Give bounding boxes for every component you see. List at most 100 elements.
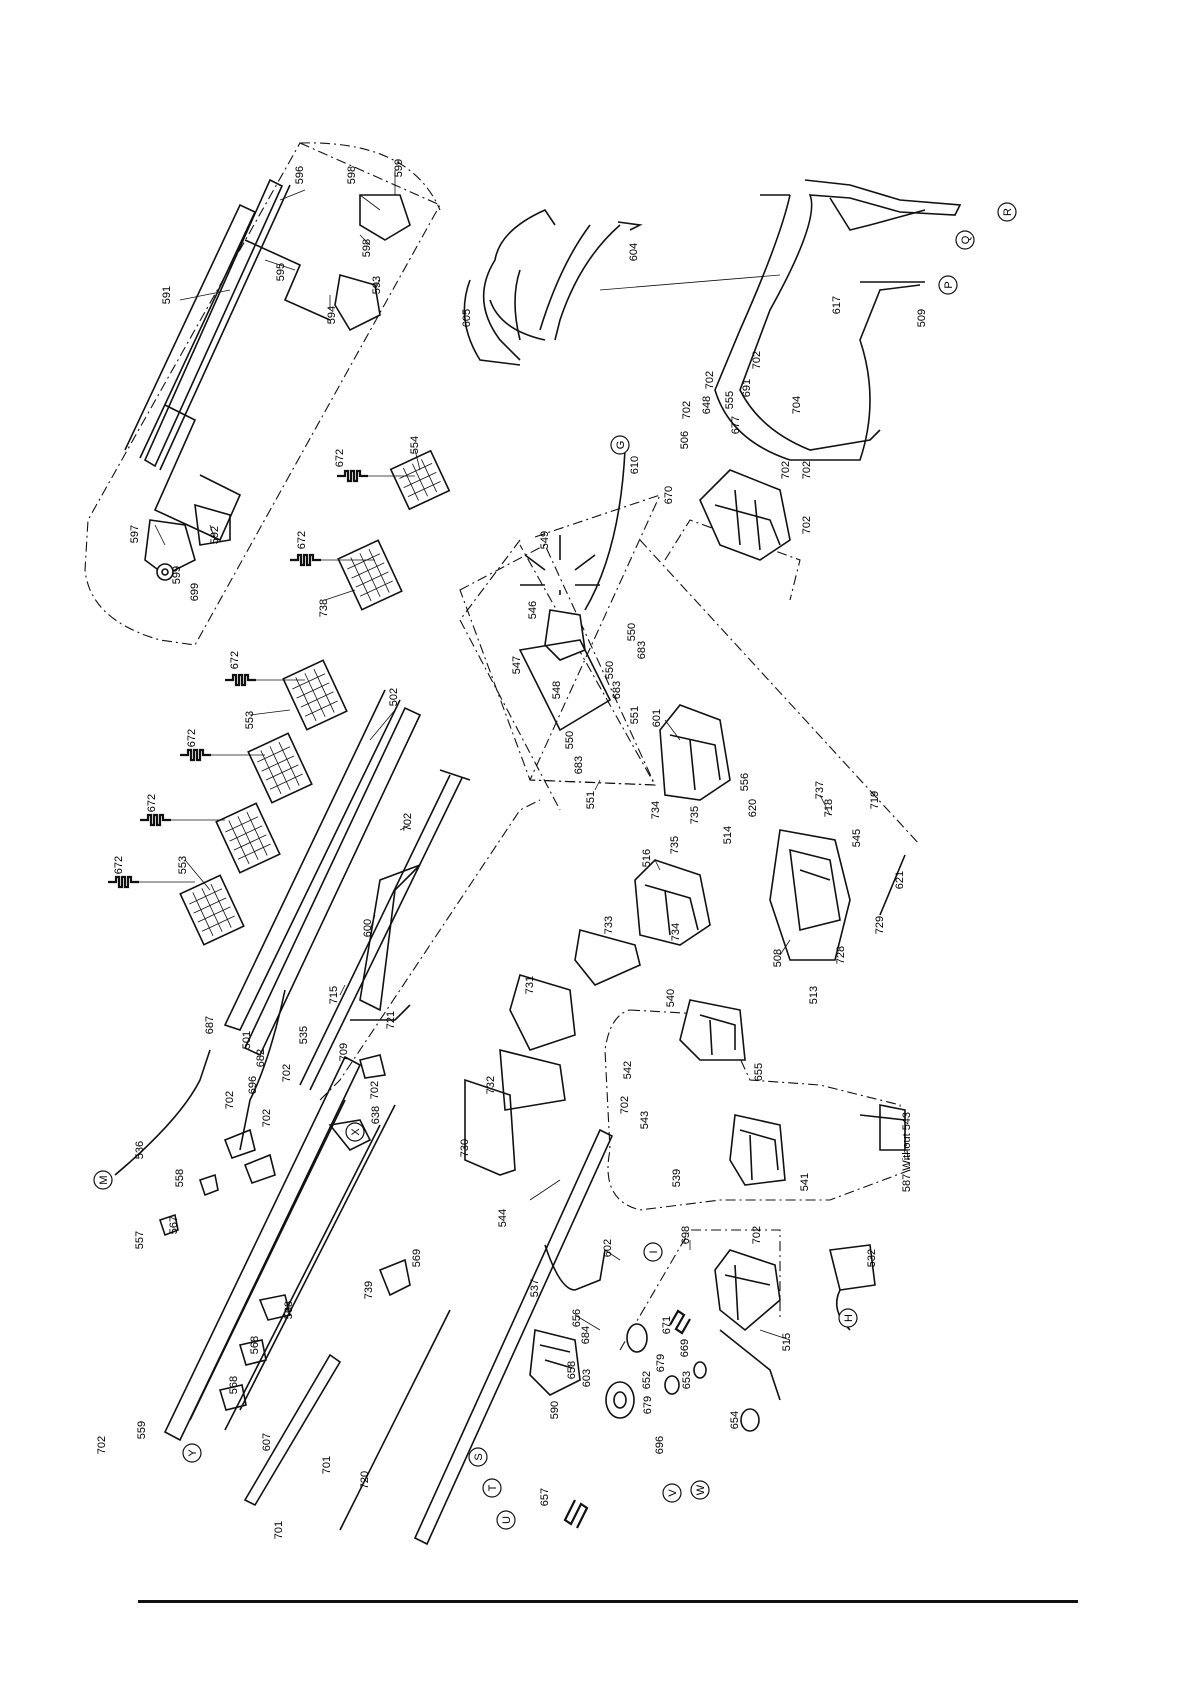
part-label: 702 [801,461,813,479]
part-label: 596 [294,166,306,184]
part-label: 590 [549,1401,561,1419]
part-label: 600 [362,919,374,937]
part-label: 553 [177,856,189,874]
reference-marker: P [938,275,958,295]
part-label: 554 [409,436,421,454]
part-label: 702 [224,1091,236,1109]
marker-letter: G [615,441,627,450]
mechanism-blocks [114,194,906,1432]
part-label: 702 [281,1064,293,1082]
part-label: 701 [273,1521,285,1539]
reference-marker: T [482,1478,502,1498]
part-label: 702 [780,461,792,479]
springs [108,469,691,1529]
part-label: 729 [874,916,886,934]
part-label: 683 [573,756,585,774]
part-label: 599 [393,159,405,177]
reference-marker: I [643,1242,663,1262]
part-label: 567 [168,1216,180,1234]
part-label: 687 [204,1016,216,1034]
marker-circle [643,1242,663,1262]
part-label: 555 [724,391,736,409]
part-label: 536 [134,1141,146,1159]
group-outlines [84,142,921,1351]
marker-circle [345,1122,365,1142]
part-label: 679 [655,1354,667,1372]
part-label: 597 [129,525,141,543]
part-label: 738 [318,599,330,617]
part-label: 508 [772,949,784,967]
marker-circle [938,275,958,295]
part-label: 684 [580,1326,592,1344]
reference-marker: S [468,1447,488,1467]
part-label: 502 [388,688,400,706]
part-label: 728 [835,946,847,964]
part-label: 557 [134,1231,146,1249]
leader-lines [154,170,831,1341]
part-label: 735 [669,836,681,854]
marker-letter: Q [960,235,972,244]
part-label: 734 [650,801,662,819]
ribbon-cables [463,179,962,461]
footer-rule [138,1600,1078,1603]
part-label: 539 [671,1169,683,1187]
marker-circle [662,1483,682,1503]
part-label: 602 [602,1239,614,1257]
part-label: 568 [249,1336,261,1354]
marker-letter: U [501,1516,513,1524]
part-label: 548 [551,681,563,699]
part-label: 556 [739,773,751,791]
part-label: 672 [229,651,241,669]
part-label: 598 [346,166,358,184]
part-label: 734 [670,923,682,941]
part-label: 587 Without 543 [901,1112,913,1192]
reference-marker: X [345,1122,365,1142]
part-label: 501 [241,1031,253,1049]
marker-circle [468,1447,488,1467]
part-label: 718 [823,799,835,817]
part-label: 735 [689,806,701,824]
part-label: 558 [174,1169,186,1187]
reference-marker: H [838,1308,858,1328]
part-label: 515 [781,1333,793,1351]
part-label: 610 [629,456,641,474]
marker-letter: I [648,1250,660,1253]
part-label: 739 [363,1281,375,1299]
part-label: 696 [654,1436,666,1454]
part-label: 638 [370,1106,382,1124]
part-label: 702 [681,401,693,419]
marker-letter: T [487,1484,499,1491]
part-label: 731 [524,976,536,994]
part-label: 702 [704,371,716,389]
part-label: 540 [665,989,677,1007]
marker-circle [93,1170,113,1190]
marker-circle [496,1510,516,1530]
part-label: 535 [298,1026,310,1044]
hatched-plates [179,449,451,946]
part-label: 677 [730,416,742,434]
part-label: 696 [247,1076,259,1094]
part-label: 543 [639,1111,651,1129]
part-label: 553 [244,711,256,729]
marker-letter: S [473,1453,485,1460]
marker-letter: X [350,1128,362,1136]
part-label: 702 [261,1109,273,1127]
part-label: 537 [529,1279,541,1297]
reference-marker: U [496,1510,516,1530]
part-label: 648 [701,396,713,414]
part-label: 683 [636,641,648,659]
part-label: 656 [571,1309,583,1327]
rails [124,178,614,1546]
part-label: 547 [511,656,523,674]
part-label: 657 [539,1488,551,1506]
part-label: 670 [663,486,675,504]
part-label: 702 [619,1096,631,1114]
reference-marker: Y [182,1443,202,1463]
marker-letter: P [943,281,955,288]
part-label: 704 [791,396,803,414]
part-label: 702 [96,1436,108,1454]
part-label: 591 [161,286,173,304]
part-label: 516 [641,849,653,867]
